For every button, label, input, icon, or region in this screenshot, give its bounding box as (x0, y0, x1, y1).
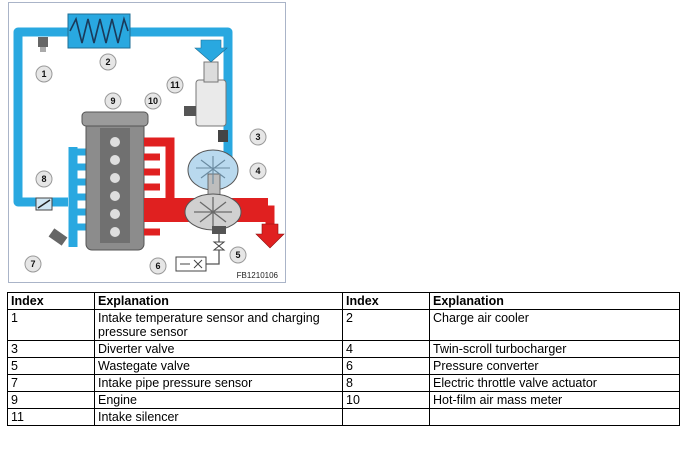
table-row: 3 Diverter valve 4 Twin-scroll turbochar… (7, 340, 680, 358)
explanation-cell: Diverter valve (94, 340, 343, 358)
table-row: 1 Intake temperature sensor and charging… (7, 309, 680, 341)
legend-table: Index Explanation Index Explanation 1 In… (7, 292, 680, 426)
svg-text:1: 1 (41, 69, 46, 79)
callout-9: 9 (104, 92, 122, 110)
index-cell: 5 (7, 357, 95, 375)
air-mass-meter (184, 61, 228, 142)
engine-block (81, 111, 149, 251)
header-index-2: Index (342, 292, 430, 310)
callout-3: 3 (249, 128, 267, 146)
exhaust-outlet-arrow (255, 223, 285, 249)
header-explanation-1: Explanation (94, 292, 343, 310)
callout-10: 10 (144, 92, 162, 110)
index-cell: 10 (342, 391, 430, 409)
index-cell: 2 (342, 309, 430, 341)
index-cell: 1 (7, 309, 95, 341)
pressure-converter (175, 256, 207, 272)
wastegate-valve (212, 226, 226, 251)
svg-text:2: 2 (105, 57, 110, 67)
explanation-cell: Intake silencer (94, 408, 343, 426)
legend-header-row: Index Explanation Index Explanation (7, 292, 680, 310)
callout-5: 5 (229, 246, 247, 264)
index-cell: 9 (7, 391, 95, 409)
header-index-1: Index (7, 292, 95, 310)
callout-4: 4 (249, 162, 267, 180)
callout-1: 1 (35, 65, 53, 83)
table-row: 5 Wastegate valve 6 Pressure converter (7, 357, 680, 375)
svg-text:10: 10 (148, 96, 158, 106)
svg-text:3: 3 (255, 132, 260, 142)
explanation-cell: Engine (94, 391, 343, 409)
explanation-cell: Charge air cooler (429, 309, 680, 341)
air-inlet-arrow (194, 39, 228, 63)
callout-6: 6 (149, 257, 167, 275)
system-diagram: 1 2 3 4 5 6 7 8 9 10 11 FB1210106 (8, 2, 286, 283)
svg-text:7: 7 (30, 259, 35, 269)
callout-8: 8 (35, 170, 53, 188)
explanation-cell: Electric throttle valve actuator (429, 374, 680, 392)
explanation-cell: Intake temperature sensor and charging p… (94, 309, 343, 341)
svg-text:4: 4 (255, 166, 260, 176)
sensor-7 (48, 228, 68, 246)
svg-text:6: 6 (155, 261, 160, 271)
charge-air-cooler (67, 13, 131, 49)
header-explanation-2: Explanation (429, 292, 680, 310)
index-cell: 4 (342, 340, 430, 358)
table-row: 7 Intake pipe pressure sensor 8 Electric… (7, 374, 680, 392)
figure-code: FB1210106 (237, 271, 279, 280)
explanation-cell: Wastegate valve (94, 357, 343, 375)
turbocharger (184, 149, 242, 231)
index-cell: 6 (342, 357, 430, 375)
explanation-cell: Twin-scroll turbocharger (429, 340, 680, 358)
index-cell: 7 (7, 374, 95, 392)
explanation-cell: Pressure converter (429, 357, 680, 375)
svg-text:5: 5 (235, 250, 240, 260)
explanation-cell: Intake pipe pressure sensor (94, 374, 343, 392)
control-line (206, 250, 220, 265)
callout-2: 2 (99, 53, 117, 71)
table-row: 9 Engine 10 Hot-film air mass meter (7, 391, 680, 409)
throttle-valve-8 (35, 197, 53, 211)
table-row: 11 Intake silencer (7, 408, 680, 426)
index-cell (342, 408, 430, 426)
svg-text:11: 11 (170, 80, 180, 90)
callout-11: 11 (166, 76, 184, 94)
index-cell: 11 (7, 408, 95, 426)
sensor-1 (38, 37, 48, 52)
explanation-cell: Hot-film air mass meter (429, 391, 680, 409)
svg-text:9: 9 (110, 96, 115, 106)
explanation-cell (429, 408, 680, 426)
index-cell: 8 (342, 374, 430, 392)
callout-7: 7 (24, 255, 42, 273)
svg-text:8: 8 (41, 174, 46, 184)
index-cell: 3 (7, 340, 95, 358)
